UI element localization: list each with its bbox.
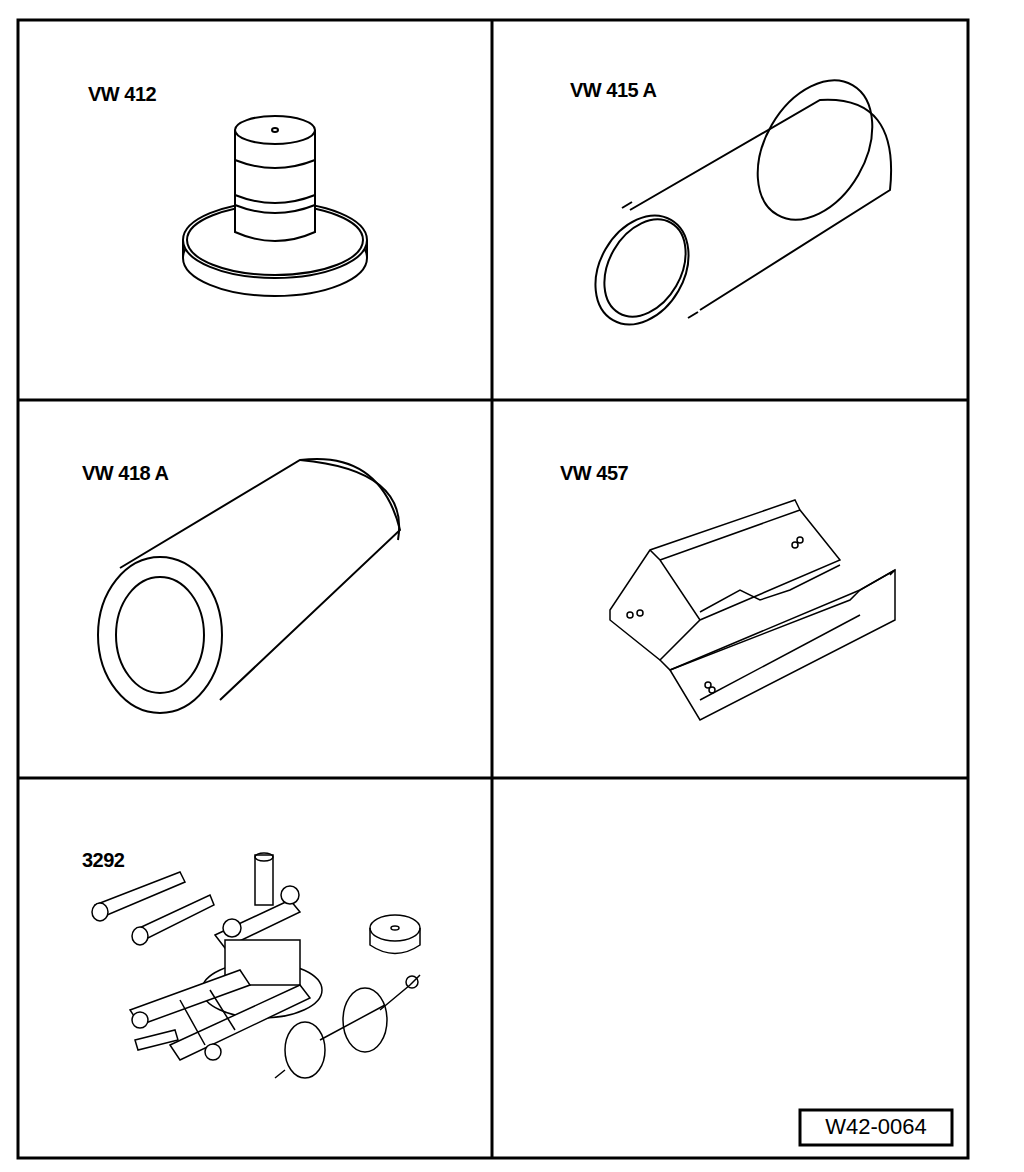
tool-label: VW 418 A bbox=[82, 463, 168, 483]
vw412-drawing bbox=[183, 116, 367, 296]
tool-label: 3292 bbox=[82, 850, 125, 870]
vw457-drawing bbox=[610, 500, 895, 720]
tool-label: VW 457 bbox=[560, 463, 628, 483]
puller-3292-drawing bbox=[92, 853, 420, 1078]
vw418a-drawing bbox=[98, 459, 400, 713]
grid bbox=[18, 20, 968, 1158]
figure-code: W42-0064 bbox=[825, 1116, 927, 1138]
tool-label: VW 415 A bbox=[570, 80, 656, 100]
code-box bbox=[800, 1110, 952, 1145]
vw415a-drawing bbox=[577, 60, 896, 341]
tool-label: VW 412 bbox=[88, 84, 156, 104]
